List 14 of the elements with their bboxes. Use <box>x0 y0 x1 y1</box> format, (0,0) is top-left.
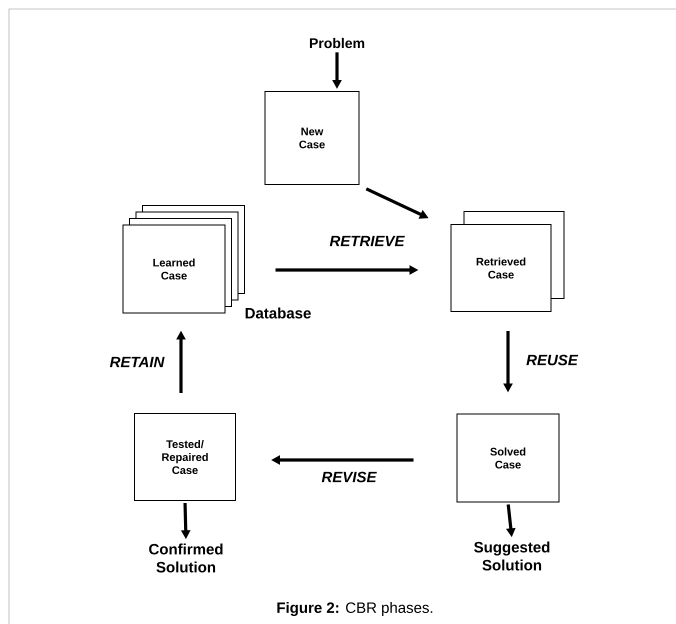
edge-label: REVISE <box>322 472 377 482</box>
stacked-case-box: Learned Case <box>122 205 245 314</box>
case-box: Tested/ Repaired Case <box>134 413 236 501</box>
case-box: New Case <box>264 91 360 185</box>
edge-label: REUSE <box>526 354 578 366</box>
step-label: Confirmed Solution <box>149 544 222 572</box>
caption: Figure 2: CBR phases. <box>277 602 432 616</box>
edge-label: RETAIN <box>110 356 165 368</box>
step-label: Problem <box>310 38 364 48</box>
case-box: Solved Case <box>456 414 560 502</box>
step-label: Suggested Solution <box>474 542 550 570</box>
stacked-case-box: Retrieved Case <box>450 211 564 312</box>
side-label: Database <box>246 308 311 318</box>
edge-label: RETRIEVE <box>330 236 405 246</box>
